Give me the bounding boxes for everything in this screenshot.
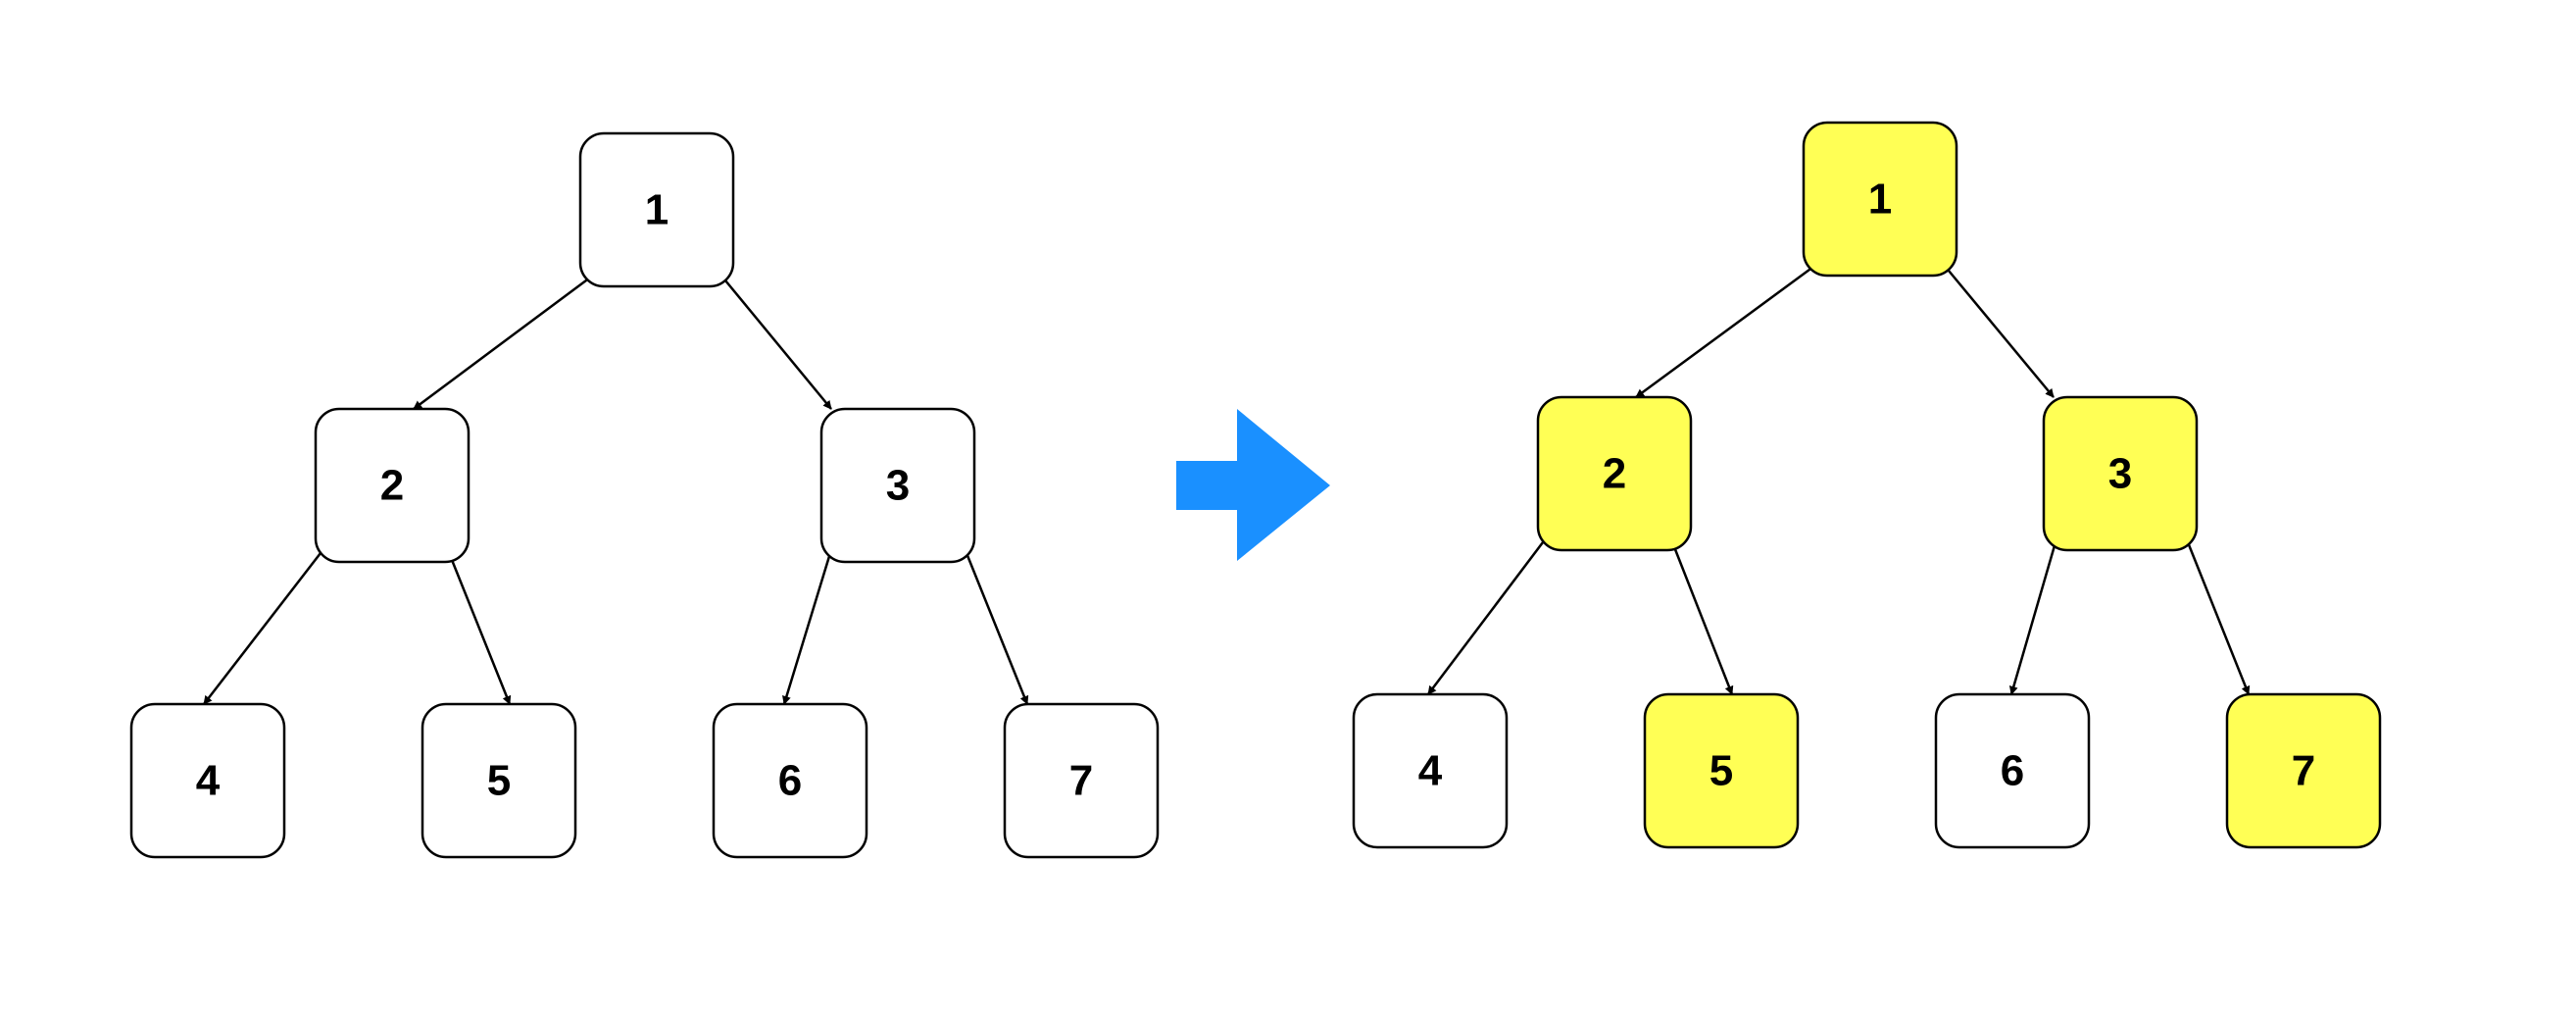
right-node-box-6	[1934, 692, 2091, 849]
left-node-label-4: 4	[196, 757, 221, 805]
right-node-4: 4	[1352, 692, 1509, 849]
left-node-box-7	[1003, 702, 1160, 859]
left-edge-n1-n2	[413, 276, 591, 411]
left-edge-n2-n5	[446, 549, 512, 705]
left-node-6: 6	[712, 702, 868, 859]
left-node-label-2: 2	[380, 462, 404, 510]
right-node-2: 2	[1536, 395, 1693, 552]
left-node-box-4	[129, 702, 286, 859]
left-node-box-3	[819, 407, 976, 564]
left-node-label-6: 6	[778, 757, 802, 805]
left-tree-edges	[203, 276, 1029, 705]
right-node-label-2: 2	[1603, 450, 1626, 498]
right-node-label-3: 3	[2108, 450, 2132, 498]
left-node-label-7: 7	[1069, 757, 1093, 805]
right-node-label-1: 1	[1868, 176, 1892, 224]
right-edge-n3-n7	[2186, 541, 2251, 695]
left-node-box-1	[578, 131, 735, 288]
left-tree: 1 2 3 4 5 6 7	[129, 131, 1160, 859]
right-node-7: 7	[2225, 692, 2382, 849]
right-node-box-4	[1352, 692, 1509, 849]
left-node-7: 7	[1003, 702, 1160, 859]
left-node-box-2	[314, 407, 471, 564]
right-tree-nodes: 1 2 3 4 5 6 7	[1352, 121, 2382, 849]
left-node-1: 1	[578, 131, 735, 288]
left-tree-nodes: 1 2 3 4 5 6 7	[129, 131, 1160, 859]
right-node-box-1	[1802, 121, 1958, 278]
right-node-label-6: 6	[2001, 747, 2024, 795]
left-edge-n3-n6	[782, 552, 832, 705]
left-node-box-5	[421, 702, 577, 859]
left-node-label-1: 1	[645, 186, 669, 234]
right-node-5: 5	[1643, 692, 1800, 849]
right-edge-n2-n5	[1669, 538, 1734, 695]
left-edge-n2-n4	[203, 552, 322, 705]
right-edge-n2-n4	[1427, 541, 1544, 695]
right-node-3: 3	[2042, 395, 2199, 552]
right-edge-n3-n6	[2008, 541, 2057, 695]
right-tree: 1 2 3 4 5 6 7	[1352, 121, 2382, 849]
right-node-box-3	[2042, 395, 2199, 552]
right-edge-n1-n2	[1635, 265, 1814, 399]
right-node-label-5: 5	[1709, 747, 1733, 795]
right-node-label-7: 7	[2292, 747, 2315, 795]
right-edge-n1-n3	[1948, 270, 2055, 398]
right-node-6: 6	[1934, 692, 2091, 849]
right-tree-edges	[1427, 265, 2251, 695]
left-edge-n1-n3	[724, 279, 832, 410]
right-node-box-2	[1536, 395, 1693, 552]
left-node-label-5: 5	[487, 757, 511, 805]
left-edge-n3-n7	[965, 552, 1029, 705]
left-node-2: 2	[314, 407, 471, 564]
right-node-1: 1	[1802, 121, 1958, 278]
right-node-label-4: 4	[1418, 747, 1443, 795]
right-arrow-icon	[1176, 409, 1330, 561]
left-node-box-6	[712, 702, 868, 859]
left-node-5: 5	[421, 702, 577, 859]
left-node-3: 3	[819, 407, 976, 564]
right-node-box-7	[2225, 692, 2382, 849]
right-node-box-5	[1643, 692, 1800, 849]
left-node-label-3: 3	[886, 462, 910, 510]
left-node-4: 4	[129, 702, 286, 859]
